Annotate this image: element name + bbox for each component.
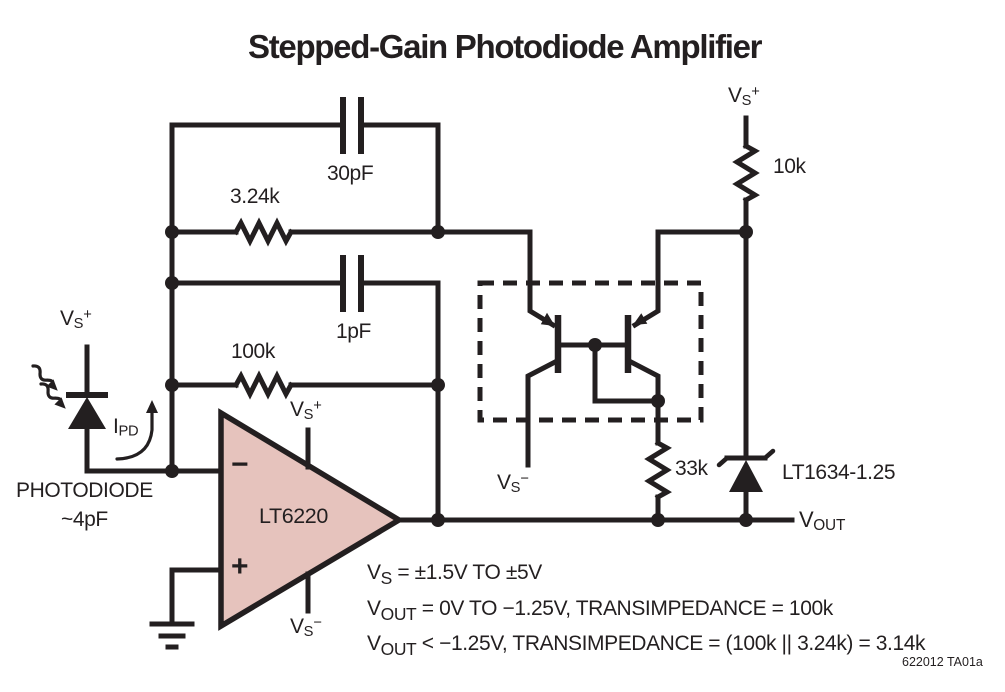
design-notes: VS = ±1.5V TO ±5V VOUT = 0V TO −1.25V, T… — [367, 558, 926, 665]
transistor-base-tie — [555, 342, 661, 404]
photodiode-name-label: PHOTODIODE — [16, 479, 153, 502]
opamp-part-label: LT6220 — [259, 504, 328, 528]
transistor-dashed-box — [477, 280, 704, 423]
document-id: 622012 TA01a — [902, 655, 983, 669]
photodiode-vs-plus-label: VS+ — [60, 307, 92, 332]
cap-1pF-label: 1pF — [336, 320, 371, 343]
note-line-2: VOUT = 0V TO −1.25V, TRANSIMPEDANCE = 10… — [367, 596, 833, 624]
opamp-symbol — [218, 408, 405, 631]
resistor-3.24k — [169, 217, 441, 247]
ipd-label: IPD — [113, 415, 139, 440]
capacitor-30pF — [169, 97, 441, 235]
reference-part-label: LT1634-1.25 — [782, 461, 896, 484]
note-line-1: VS = ±1.5V TO ±5V — [367, 561, 542, 589]
transistor-left-pnp — [435, 229, 562, 468]
shunt-reference-symbol — [716, 448, 776, 523]
transistor-vs-minus-label: VS− — [497, 471, 529, 496]
res-100k-label: 100k — [231, 340, 275, 363]
res-3.24k-label: 3.24k — [230, 185, 280, 208]
transistor-right-pnp — [624, 229, 749, 404]
photodiode-symbol — [66, 344, 108, 474]
opamp-noninverting-input-sign: + — [231, 550, 249, 583]
resistor-10k — [732, 115, 760, 461]
ipd-current-arrow — [115, 400, 158, 461]
vout-label: VOUT — [799, 507, 846, 534]
junction-dots — [165, 225, 753, 527]
opamp-inverting-input-sign: − — [231, 448, 249, 481]
opamp-vs-minus-label: VS− — [290, 615, 322, 640]
ground-symbol — [149, 567, 223, 650]
pullup-vs-plus-label: VS+ — [728, 84, 760, 109]
res-33k-label: 33k — [675, 457, 708, 480]
opamp-vs-plus-label: VS+ — [290, 398, 322, 423]
page-title: Stepped-Gain Photodiode Amplifier — [248, 28, 763, 65]
resistor-100k — [169, 370, 441, 400]
res-10k-label: 10k — [773, 155, 806, 178]
light-ray-icon — [31, 364, 58, 391]
note-line-3: VOUT < −1.25V, TRANSIMPEDANCE = (100k ||… — [367, 632, 926, 660]
capacitor-1pF — [169, 255, 441, 388]
cap-30pF-label: 30pF — [327, 162, 374, 185]
light-ray-icon — [39, 382, 66, 409]
photodiode-cap-label: ~4pF — [61, 508, 108, 531]
